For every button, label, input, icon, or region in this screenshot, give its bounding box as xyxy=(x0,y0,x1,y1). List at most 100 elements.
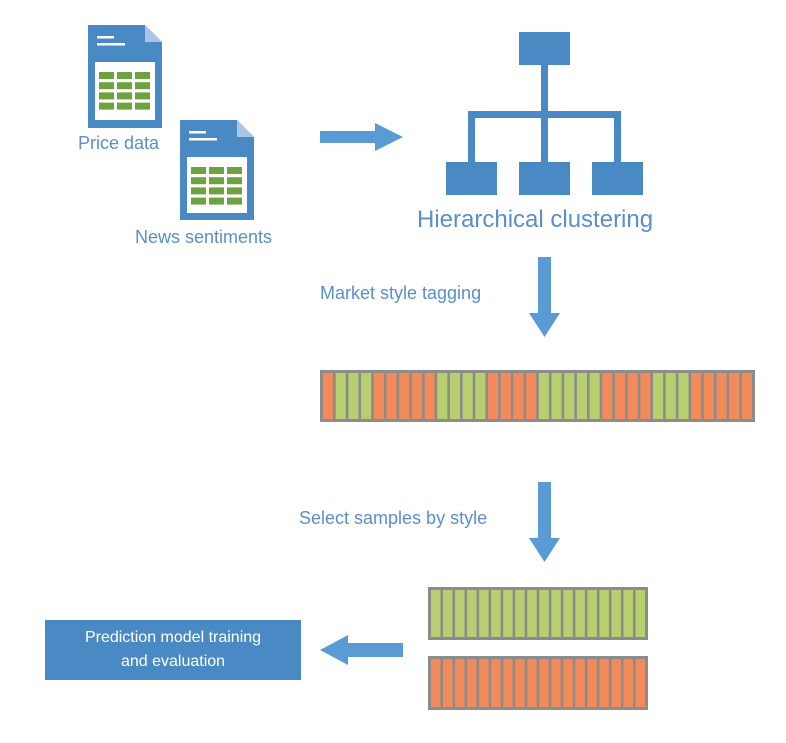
price-data-document-icon xyxy=(88,25,162,128)
green-sample-cell xyxy=(635,590,645,637)
orange-style-cell xyxy=(500,373,511,419)
orange-style-cell xyxy=(716,373,727,419)
green-sample-cell xyxy=(551,590,561,637)
grid-cell xyxy=(117,72,132,79)
orange-sample-cell xyxy=(599,659,609,707)
green-style-cell xyxy=(551,373,562,419)
orange-style-cell xyxy=(640,373,651,419)
arrow-down-icon xyxy=(529,482,560,562)
result-line-2: and evaluation xyxy=(120,653,226,670)
arrow-down-icon xyxy=(529,257,560,337)
green-style-cell xyxy=(475,373,486,419)
grid-cell xyxy=(227,197,242,205)
result-line-1: Prediction model training xyxy=(84,629,262,646)
select-samples-label: Select samples by style xyxy=(299,508,488,528)
grid-cell xyxy=(209,177,224,185)
green-style-cell xyxy=(665,373,676,419)
grid-cell xyxy=(99,102,114,110)
green-sample-cell xyxy=(539,590,549,637)
orange-sample-cell xyxy=(635,659,645,707)
orange-sample-cell xyxy=(527,659,537,707)
green-style-cell xyxy=(564,373,575,419)
orange-style-cell xyxy=(614,373,626,419)
grid-cell xyxy=(99,92,114,100)
green-style-cell xyxy=(361,373,372,419)
orange-sample-cell xyxy=(515,659,525,707)
news-sentiments-label: News sentiments xyxy=(135,227,273,247)
green-sample-cell xyxy=(563,590,573,637)
grid-cell xyxy=(99,82,114,90)
grid-cell xyxy=(191,177,206,185)
grid-cell xyxy=(135,92,150,100)
green-sample-cell xyxy=(455,590,465,637)
green-sample-cell xyxy=(515,590,525,637)
green-sample-cell xyxy=(623,590,633,637)
spreadsheet-grid xyxy=(99,72,150,110)
grid-cell xyxy=(227,187,242,195)
orange-style-cell xyxy=(488,373,499,419)
green-style-cell xyxy=(348,373,359,419)
grid-cell xyxy=(117,82,132,90)
hierarchical-clustering-label: Hierarchical clustering xyxy=(417,206,654,233)
prediction-model-box: Prediction model training and evaluation xyxy=(45,620,301,680)
green-style-cell xyxy=(678,373,689,419)
orange-sample-cell xyxy=(611,659,621,707)
orange-style-cell xyxy=(399,373,410,419)
orange-sample-cell xyxy=(575,659,585,707)
orange-sample-cell xyxy=(503,659,513,707)
green-sample-cell xyxy=(527,590,537,637)
arrow-right-icon xyxy=(320,123,403,151)
orange-sample-cell xyxy=(551,659,561,707)
green-sample-cell xyxy=(431,590,441,637)
news-sentiments-document-icon xyxy=(180,120,254,220)
grid-cell xyxy=(117,92,132,100)
orange-style-cell xyxy=(627,373,638,419)
green-sample-cell xyxy=(599,590,609,637)
green-style-cell xyxy=(437,373,448,419)
grid-cell xyxy=(209,187,224,195)
hierarchy-tree-icon xyxy=(446,32,643,195)
orange-style-cell xyxy=(373,373,384,419)
orange-style-cell xyxy=(513,373,524,419)
selected-green-strip xyxy=(428,587,648,640)
orange-sample-cell xyxy=(467,659,477,707)
green-sample-cell xyxy=(503,590,513,637)
green-sample-cell xyxy=(611,590,621,637)
orange-sample-cell xyxy=(491,659,501,707)
orange-style-cell xyxy=(526,373,537,419)
orange-sample-cell xyxy=(539,659,549,707)
market-style-tagging-label: Market style tagging xyxy=(320,283,482,303)
green-style-cell xyxy=(449,373,461,419)
grid-cell xyxy=(191,197,206,205)
orange-style-cell xyxy=(691,373,702,419)
market-style-strip xyxy=(320,370,755,422)
green-sample-cell xyxy=(491,590,501,637)
orange-sample-cell xyxy=(587,659,597,707)
orange-sample-cell xyxy=(443,659,453,707)
orange-style-cell xyxy=(424,373,435,419)
spreadsheet-grid xyxy=(191,167,242,205)
green-sample-cell xyxy=(443,590,453,637)
grid-cell xyxy=(135,72,150,79)
grid-cell xyxy=(135,102,150,110)
green-sample-cell xyxy=(587,590,597,637)
grid-cell xyxy=(209,197,224,205)
green-style-cell xyxy=(462,373,473,419)
orange-style-cell xyxy=(703,373,714,419)
orange-sample-cell xyxy=(563,659,573,707)
orange-sample-cell xyxy=(431,659,441,707)
grid-cell xyxy=(99,72,114,79)
green-sample-cell xyxy=(479,590,489,637)
grid-cell xyxy=(135,82,150,90)
green-sample-cell xyxy=(467,590,477,637)
green-style-cell xyxy=(589,373,600,419)
grid-cell xyxy=(117,102,132,110)
orange-style-cell xyxy=(729,373,740,419)
grid-cell xyxy=(191,167,206,174)
orange-style-cell xyxy=(411,373,422,419)
orange-sample-cell xyxy=(455,659,465,707)
orange-style-cell xyxy=(602,373,613,419)
arrow-left-icon xyxy=(320,635,403,665)
green-style-cell xyxy=(335,373,346,419)
